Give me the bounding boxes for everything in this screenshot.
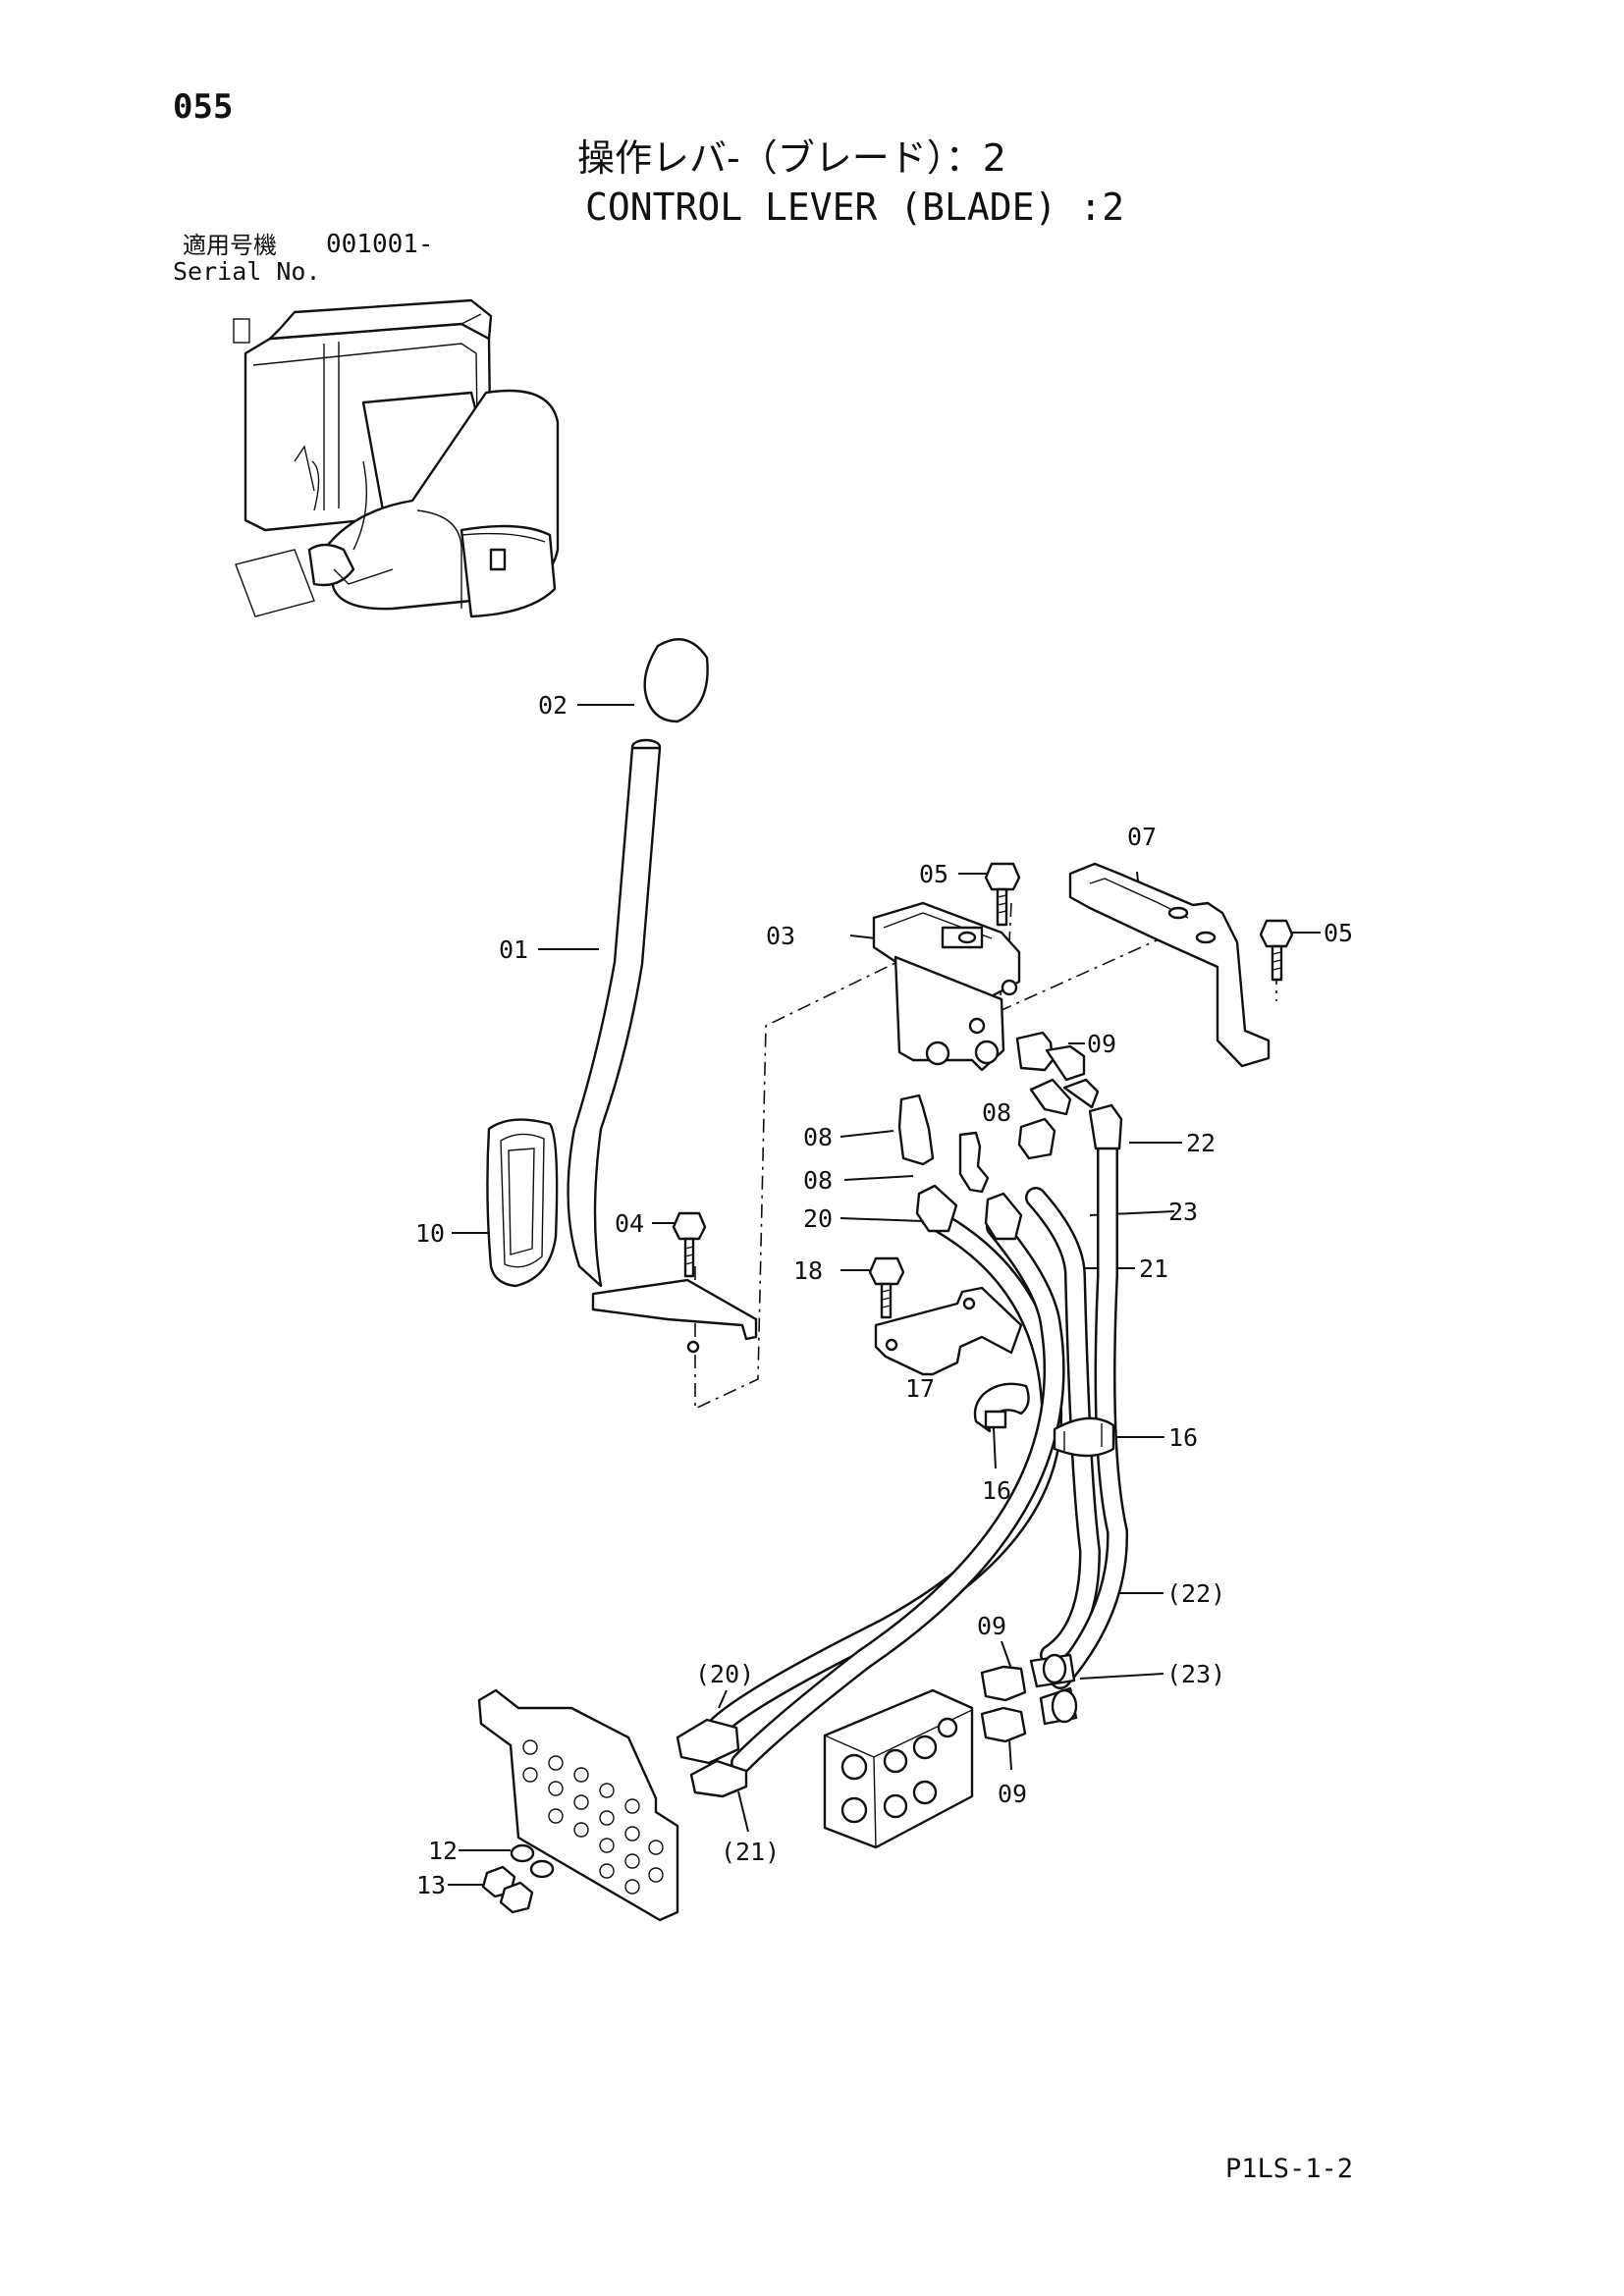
valve-fittings	[897, 1031, 1123, 1241]
callout-05: 05	[919, 860, 948, 888]
callout-04: 04	[615, 1209, 644, 1238]
machine-overview-illustration	[233, 298, 560, 618]
serial-label-english: Serial No.	[173, 257, 321, 286]
callout-labels: 02 05 07 05 03 01 09 08 08 22 08 04 20 2…	[415, 691, 1353, 1899]
serial-range: 001001-	[326, 230, 434, 259]
callout-16: 16	[982, 1476, 1011, 1505]
serial-label-japanese: 適用号機	[183, 232, 277, 259]
lever-boot	[486, 1118, 559, 1288]
callout-08: 08	[803, 1123, 833, 1151]
hydraulic-hoses	[706, 1118, 1129, 1774]
callout-23: 23	[1168, 1198, 1198, 1226]
bracket-07	[1068, 862, 1271, 1068]
callout-18: 18	[793, 1256, 823, 1285]
callout-01: 01	[499, 935, 528, 964]
hose-clamp-16	[973, 1382, 1115, 1458]
port-plate	[477, 1688, 679, 1922]
callout-09: 09	[977, 1612, 1006, 1640]
pilot-valve	[872, 901, 1021, 1072]
callout-22: 22	[1186, 1129, 1216, 1157]
callout-09: 09	[1087, 1030, 1116, 1058]
callout-10: 10	[415, 1219, 445, 1248]
callout-21-ref: (21)	[721, 1838, 780, 1866]
callout-02: 02	[538, 691, 568, 720]
callout-12: 12	[428, 1837, 458, 1865]
callout-07: 07	[1127, 823, 1157, 851]
page-title-english: CONTROL LEVER (BLADE) :2	[585, 186, 1125, 229]
page-title-japanese: 操作レバ-（ブレード）：2	[577, 136, 1006, 180]
plate-17	[874, 1286, 1023, 1376]
control-lever-assembly	[567, 638, 758, 1354]
callout-16: 16	[1168, 1423, 1198, 1452]
callout-23-ref: (23)	[1166, 1660, 1225, 1688]
control-valve-block	[823, 1688, 974, 1849]
callout-05: 05	[1324, 919, 1353, 947]
callout-20: 20	[803, 1204, 833, 1233]
washers-and-nuts	[481, 1843, 555, 1914]
callout-13: 13	[416, 1871, 446, 1899]
bolt-05-right	[1259, 919, 1294, 982]
callout-20-ref: (20)	[695, 1660, 754, 1688]
bolt-18	[868, 1256, 905, 1319]
callout-08: 08	[803, 1166, 833, 1195]
lower-fittings	[676, 1653, 1078, 1798]
callout-03: 03	[766, 922, 795, 950]
bolt-05-top	[984, 862, 1021, 927]
bolt-04	[672, 1211, 707, 1278]
callout-08: 08	[982, 1098, 1011, 1127]
page-number: 055	[173, 87, 234, 127]
callout-21: 21	[1139, 1255, 1168, 1283]
document-code: P1LS-1-2	[1225, 2154, 1354, 2184]
callout-17: 17	[905, 1374, 935, 1403]
callout-09: 09	[998, 1780, 1027, 1808]
callout-22-ref: (22)	[1166, 1579, 1225, 1608]
